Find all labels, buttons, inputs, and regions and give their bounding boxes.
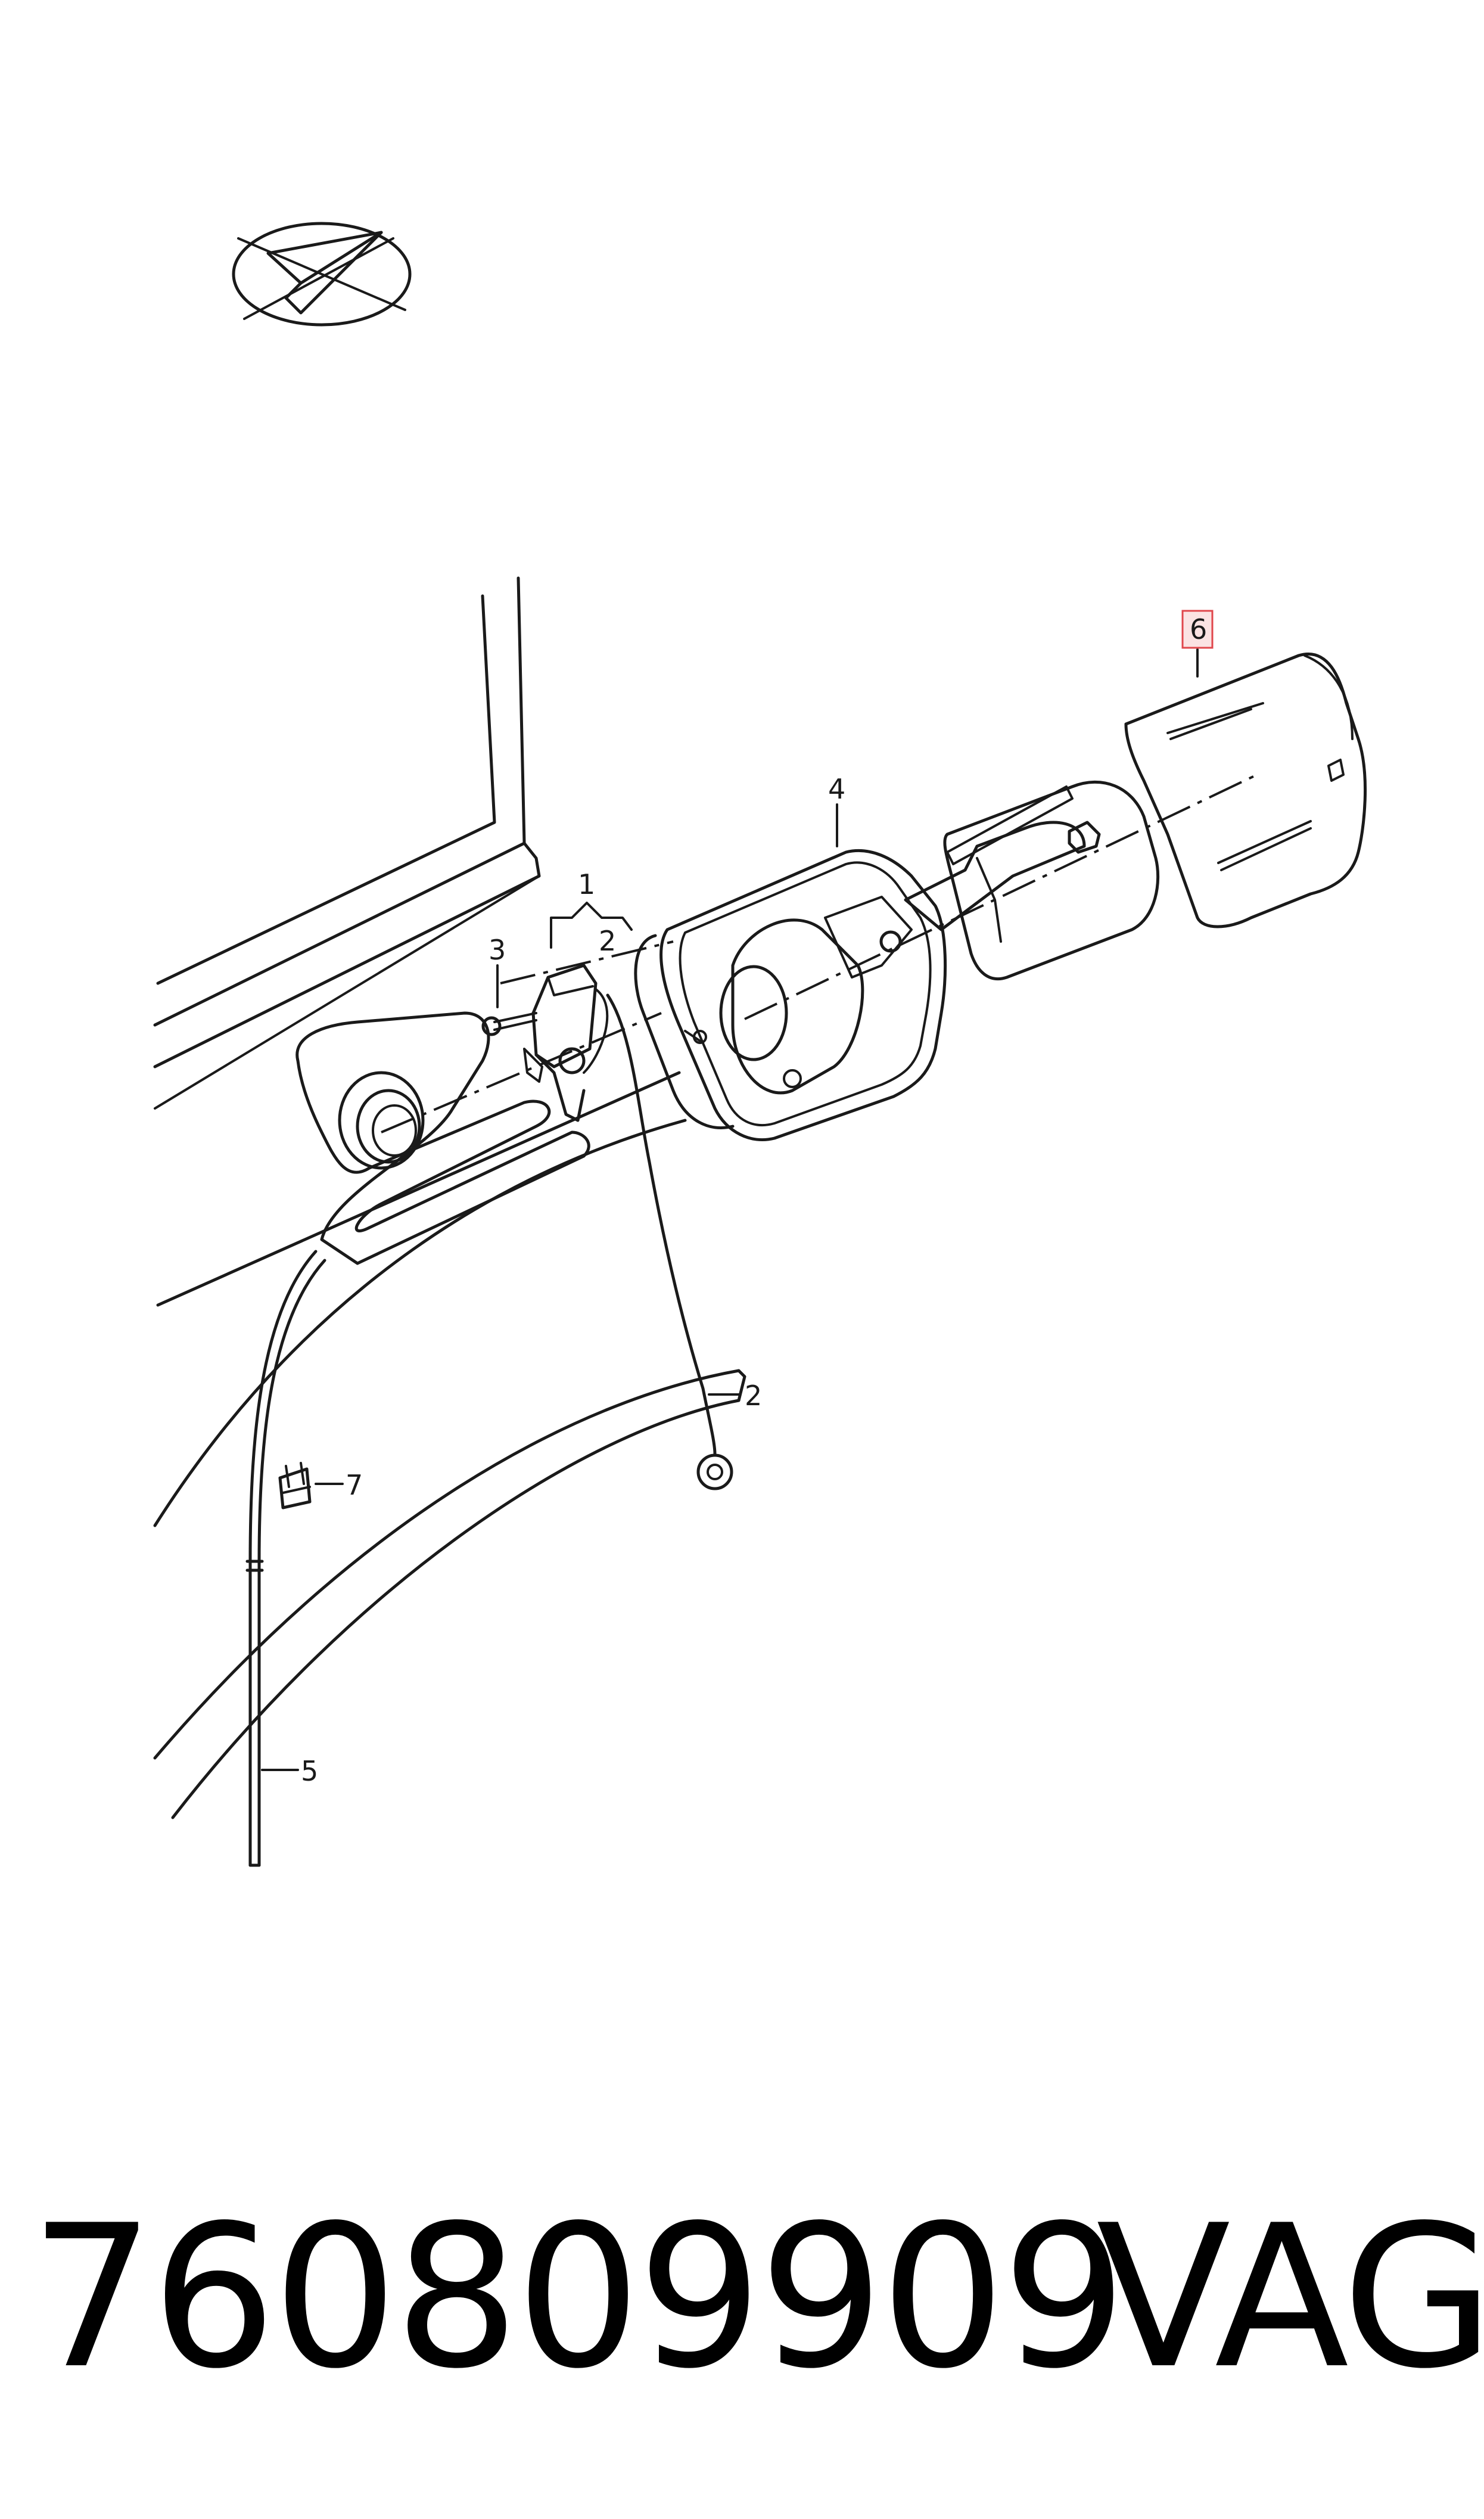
logo-plane-check [232, 222, 412, 327]
highlight-box-6 [1181, 610, 1214, 649]
brand-name: VAG [1096, 2183, 1484, 2412]
wheel-arch-lines [153, 1119, 746, 1819]
ground-cable [606, 993, 733, 1490]
callout-6: 6 [1190, 613, 1207, 645]
fuel-flap-cover [1124, 653, 1367, 928]
callout-2-lower: 2 [745, 1380, 762, 1412]
flap-inner-panel [943, 780, 1160, 981]
callout-1: 1 [578, 868, 595, 900]
callout-5: 5 [301, 1755, 318, 1787]
leader-lines [261, 648, 1199, 1771]
part-number: 760809909 [30, 2183, 1127, 2412]
filler-flap-unit [634, 849, 947, 1142]
callout-2-upper: 2 [599, 925, 616, 957]
body-panel-lines [153, 576, 681, 1307]
callout-4: 4 [828, 773, 845, 805]
hinge-arm [904, 785, 1086, 943]
axis-lines [381, 774, 1258, 1133]
filler-housing [295, 1011, 590, 1265]
callout-7: 7 [346, 1469, 363, 1501]
cable-clip [278, 1462, 312, 1509]
callout-3: 3 [489, 934, 506, 966]
actuator-motor [481, 964, 609, 1122]
release-cable [245, 1250, 326, 1867]
